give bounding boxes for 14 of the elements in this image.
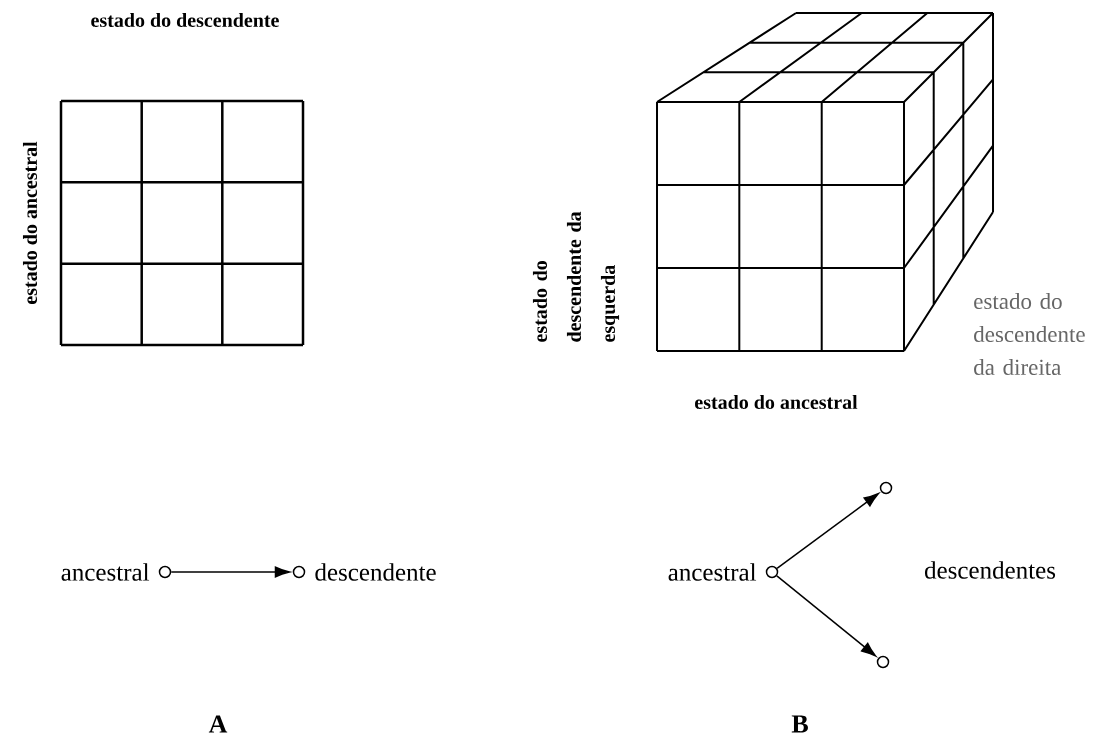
node-label: ancestral <box>668 563 757 581</box>
arrow <box>170 566 291 578</box>
node-label: ancestral <box>61 563 150 581</box>
axis-label: estado do descendente da direita <box>974 292 1085 376</box>
panel-letter: A <box>208 715 228 733</box>
node-label: descendente <box>315 563 436 581</box>
text-label: descendentes <box>925 561 1056 579</box>
axis-label: estado do ancestral <box>695 394 858 410</box>
axis-label: estado do descendente <box>91 12 279 27</box>
axis-label: estado do ancestral <box>22 141 38 304</box>
panel-letter: B <box>791 715 808 733</box>
arrow <box>776 575 877 657</box>
axis-label: estado do descendente da esquerda <box>532 211 620 342</box>
arrow <box>776 493 879 570</box>
